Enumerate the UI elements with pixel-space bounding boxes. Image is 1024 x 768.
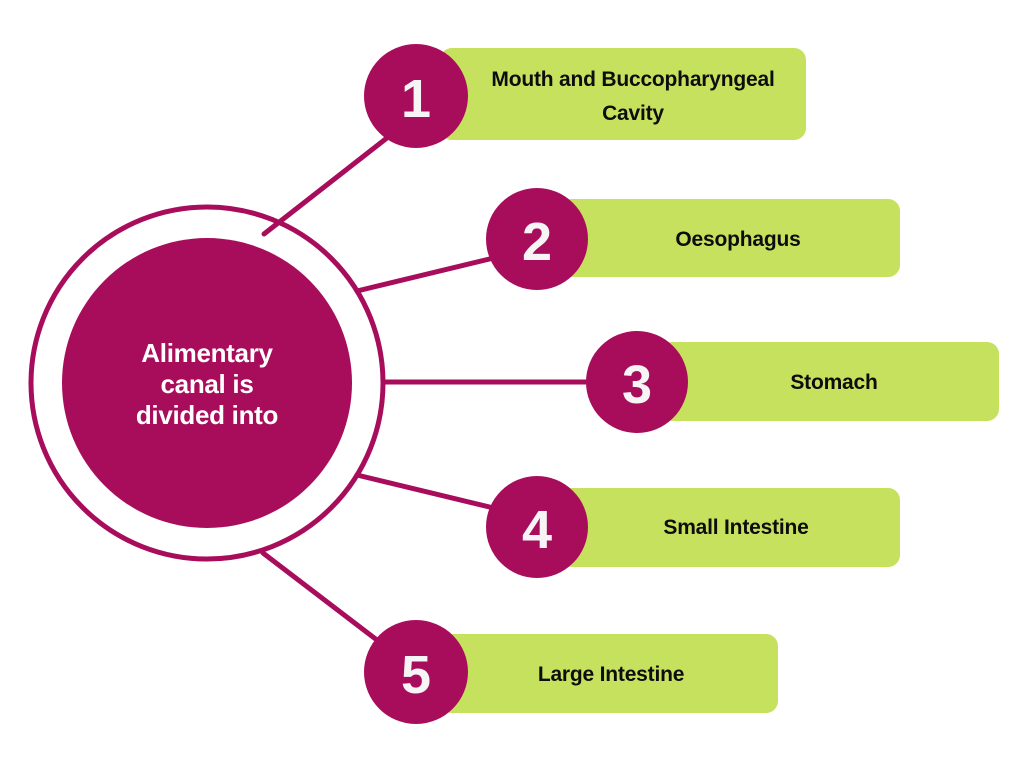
number-label-5: 5 — [401, 645, 431, 705]
label-bar-2[interactable] — [560, 199, 900, 277]
label-bar-3[interactable] — [660, 342, 999, 421]
center-inner-disc — [62, 238, 352, 528]
center-title-line-1: Alimentary — [141, 338, 273, 368]
center-title-line-2: canal is — [161, 369, 254, 399]
number-badge-1[interactable] — [364, 44, 468, 148]
number-label-1: 1 — [401, 69, 431, 129]
number-label-3: 3 — [622, 355, 652, 415]
connector-line-1 — [261, 131, 395, 237]
bar-label-texts: Mouth and Buccopharyngeal Cavity Oesopha… — [491, 68, 877, 686]
bar-label-5-line-1: Large Intestine — [538, 663, 684, 686]
number-badge-5[interactable] — [364, 620, 468, 724]
connector-line-2 — [354, 253, 505, 294]
center-title-line-3: divided into — [136, 400, 278, 430]
number-badge-4[interactable] — [486, 476, 588, 578]
connector-line-4 — [354, 472, 505, 513]
number-badge-3[interactable] — [586, 331, 688, 433]
number-badges — [364, 44, 688, 724]
bar-label-3-line-1: Stomach — [790, 371, 877, 394]
center-hub[interactable]: Alimentary canal is divided into — [28, 204, 386, 562]
bar-label-2-line-1: Oesophagus — [675, 228, 800, 251]
label-bars — [440, 48, 999, 713]
center-outer-ring — [28, 204, 386, 562]
number-label-2: 2 — [522, 212, 552, 272]
connector-line-5 — [260, 550, 393, 653]
bar-label-1-line-2: Cavity — [602, 102, 664, 125]
number-label-4: 4 — [522, 500, 552, 560]
bar-label-1-line-1: Mouth and Buccopharyngeal — [491, 68, 774, 91]
label-bar-5[interactable] — [440, 634, 778, 713]
connector-lines — [260, 131, 603, 653]
label-bar-1[interactable] — [440, 48, 806, 140]
number-badge-2[interactable] — [486, 188, 588, 290]
bar-label-4-line-1: Small Intestine — [663, 516, 808, 539]
number-glyphs: 1 2 3 4 5 — [401, 69, 652, 705]
label-bar-4[interactable] — [560, 488, 900, 567]
